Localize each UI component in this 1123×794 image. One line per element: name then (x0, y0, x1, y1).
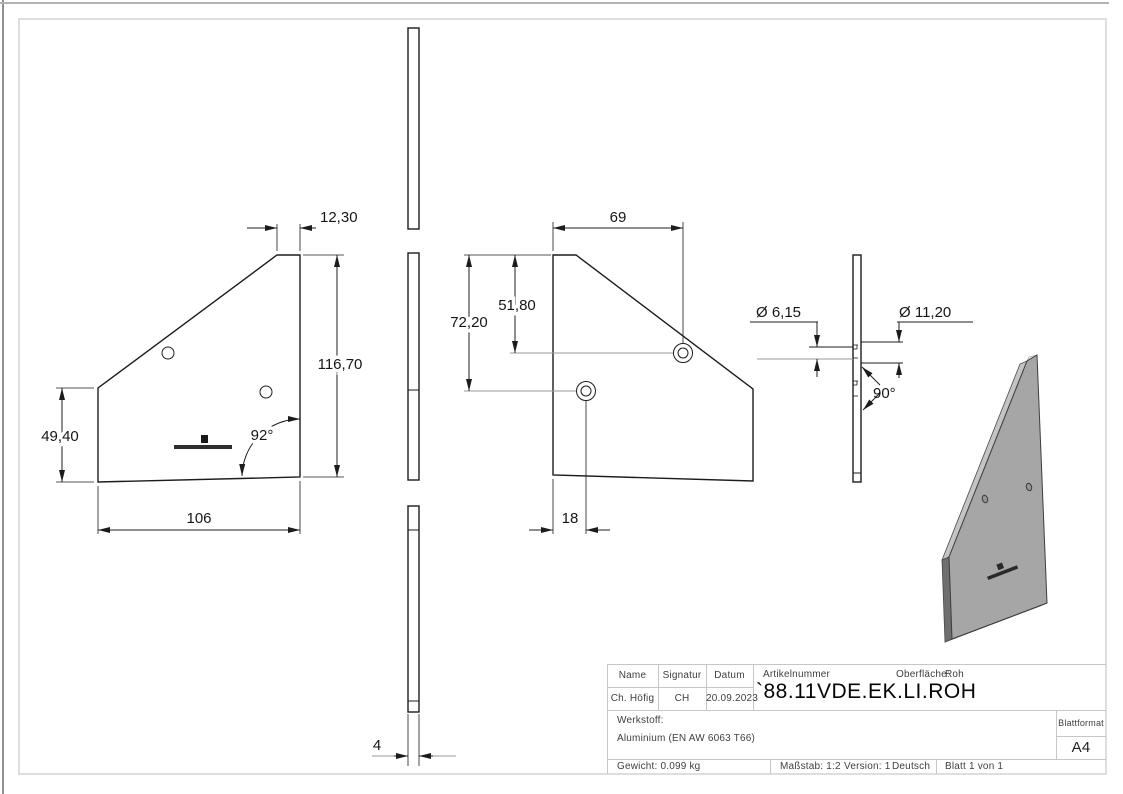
werkstoff-value: Aluminium (EN AW 6063 T66) (617, 733, 756, 744)
dim-countersink-diameter: Ø 11,20 (899, 304, 951, 321)
iso-brand-mark (987, 562, 1019, 581)
section-strips (407, 27, 420, 766)
dim-hole-bottom-offset: 18 (562, 510, 579, 527)
sprache-value: Deutsch (892, 761, 931, 772)
oberflaeche-value: Roh (945, 669, 964, 680)
iso-hole-2 (1025, 482, 1033, 492)
brand-mark (174, 435, 232, 449)
front-view (97, 254, 301, 483)
dim-left-height: 49,40 (41, 428, 79, 445)
datum-header: Datum (714, 670, 745, 681)
name-value: Ch. Höfig (610, 693, 655, 704)
version-value: Version: 1 (844, 761, 891, 772)
oberflaeche-label: Oberfläche: (896, 669, 950, 680)
signatur-header: Signatur (662, 670, 702, 681)
dim-hole1-vertical: 51,80 (498, 297, 536, 314)
dim-right-height: 116,70 (318, 356, 363, 373)
gewicht-value: Gewicht: 0.099 kg (617, 761, 701, 772)
dim-corner-angle: 92° (251, 427, 274, 444)
back-view-dimensions: 69 51,80 72,20 18 (447, 209, 684, 534)
signatur-value: CH (674, 693, 690, 704)
isometric-view (941, 354, 1048, 643)
dim-hole2-vertical: 72,20 (450, 314, 488, 331)
title-block: Name Signatur Datum Ch. Höfig CH 20.09.2… (607, 664, 1106, 774)
sheet-border-top (0, 2, 1109, 4)
sheet-inner-frame (18, 18, 1107, 775)
dim-hole-diameter: Ø 6,15 (756, 304, 801, 321)
thickness-value: 4 (373, 737, 381, 754)
side-view (852, 254, 862, 483)
blatt-value: Blatt 1 von 1 (945, 761, 1004, 772)
iso-hole-1 (981, 494, 989, 504)
dim-hole-width: 69 (610, 209, 627, 226)
back-view (552, 254, 754, 482)
front-view-dimensions: 12,30 116,70 49,40 106 92° (38, 209, 366, 534)
dim-thickness: 4 (372, 737, 456, 759)
blattformat-label: Blattformat (1058, 718, 1104, 728)
dim-bottom-width: 106 (186, 510, 211, 527)
sheet-border-left (2, 0, 4, 794)
dim-top-width: 12,30 (320, 209, 358, 226)
artikelnummer-value: `88.11VDE.EK.LI.ROH (756, 680, 977, 703)
blattformat-value: A4 (1071, 739, 1091, 756)
massstab-value: Maßstab: 1:2 (780, 761, 841, 772)
hole-section-marks (853, 344, 858, 397)
dim-countersink-angle: 90° (873, 385, 896, 402)
side-view-dimensions: Ø 6,15 Ø 11,20 90° (750, 304, 973, 411)
datum-value: 20.09.2023 (706, 693, 759, 704)
werkstoff-label: Werkstoff: (617, 715, 664, 726)
name-header: Name (618, 670, 647, 681)
artikelnummer-label: Artikelnummer (763, 669, 831, 680)
